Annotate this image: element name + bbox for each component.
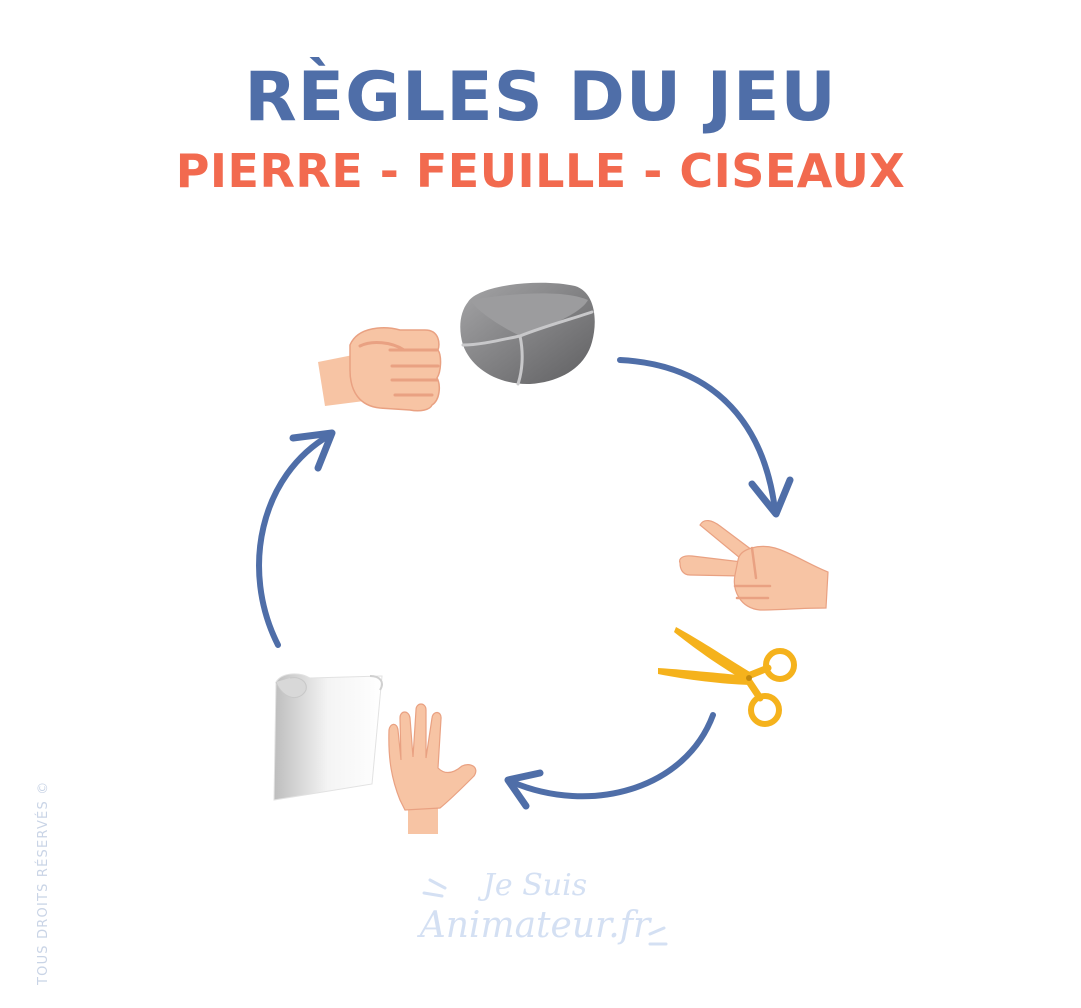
logo-line-2: Animateur.fr (419, 905, 651, 946)
arrow-paper-to-rock (256, 429, 336, 648)
page-title: RÈGLES DU JEU (244, 58, 837, 137)
victory-hand-icon (679, 520, 829, 611)
paper-icon (273, 673, 383, 801)
scissors-icon (658, 627, 797, 727)
page-subtitle: PIERRE - FEUILLE - CISEAUX (175, 144, 906, 198)
open-hand-icon (388, 703, 477, 834)
rock-icon (460, 282, 595, 386)
fist-icon (318, 327, 442, 412)
arrow-scissors-to-paper (504, 712, 716, 810)
arrow-rock-to-scissors (617, 357, 794, 518)
logo-line-1: Je Suis (482, 868, 588, 903)
logo-sparkles-icon (422, 878, 668, 946)
